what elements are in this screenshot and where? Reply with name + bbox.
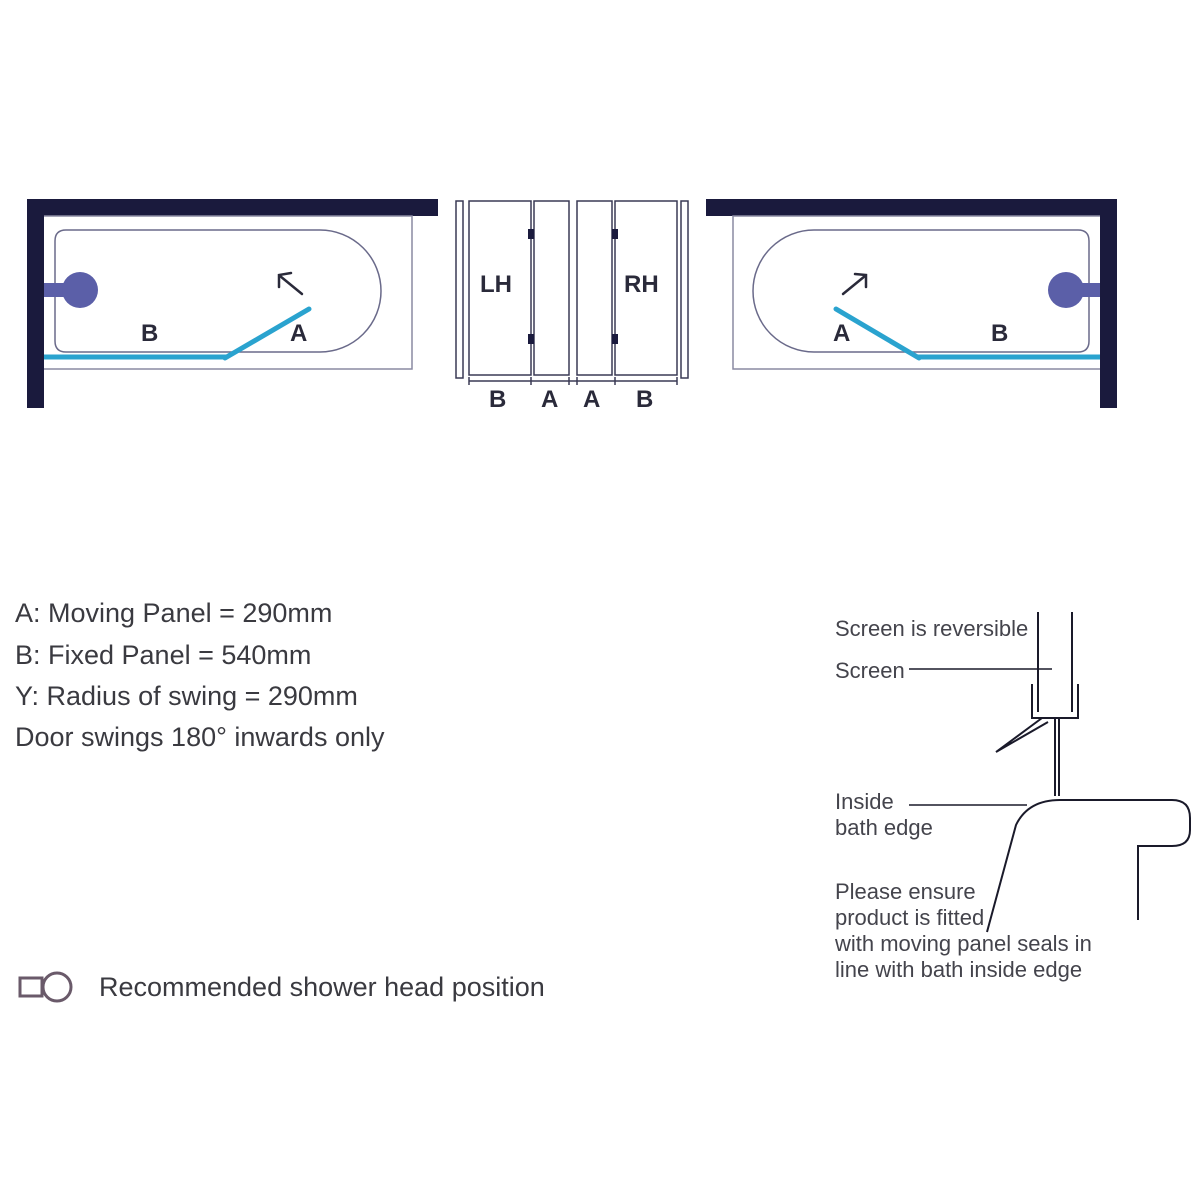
right-plan-tub-inner — [752, 229, 1090, 353]
specs-list: A: Moving Panel = 290mm B: Fixed Panel =… — [15, 598, 385, 752]
right-plan-back-wall — [706, 199, 1117, 216]
left-plan-side-wall — [27, 199, 44, 408]
seal-detail — [909, 612, 1191, 933]
elevation-bottom-label: B — [636, 386, 653, 413]
right-plan-label-a: A — [833, 320, 850, 347]
detail-reversible-label: Screen is reversible — [835, 616, 1028, 641]
detail-ensure-line: with moving panel seals in — [834, 931, 1092, 956]
elevation-bottom-label: A — [541, 386, 558, 413]
detail-screen-label: Screen — [835, 658, 905, 683]
spec-line: Y: Radius of swing = 290mm — [15, 681, 358, 711]
right-plan-bath-edge — [732, 215, 1100, 370]
right-bath-plan: A B — [706, 199, 1117, 408]
left-plan-back-wall — [27, 199, 438, 216]
left-plan-shower-head-icon — [62, 272, 98, 308]
elevation-hinge — [612, 334, 618, 344]
left-bath-plan: B A — [27, 199, 438, 408]
left-plan-label-b: B — [141, 320, 158, 347]
elevation-left-profile — [455, 200, 464, 379]
elevation-bottom-label: A — [583, 386, 600, 413]
right-plan-swing-arrow-icon — [841, 272, 868, 296]
spec-line: B: Fixed Panel = 540mm — [15, 640, 311, 670]
right-plan-side-wall — [1100, 199, 1117, 408]
right-plan-shower-head-icon — [1048, 272, 1084, 308]
left-plan-screen-moving — [222, 306, 312, 361]
elevation-hinge — [612, 229, 618, 239]
detail-ensure-line: Please ensure — [835, 879, 976, 904]
legend-text: Recommended shower head position — [99, 972, 545, 1002]
elevation-lh-fixed-panel — [468, 200, 532, 376]
detail-ensure-line: line with bath inside edge — [835, 957, 1082, 982]
elevation-rh-moving-panel — [576, 200, 613, 376]
detail-bath-edge — [986, 799, 1191, 933]
detail-drip — [1054, 718, 1060, 796]
right-plan-label-b: B — [991, 320, 1008, 347]
detail-ensure-line: product is fitted — [835, 905, 984, 930]
elevation-rh-fixed-panel — [614, 200, 678, 376]
detail-glass — [1037, 612, 1073, 712]
left-plan-label-a: A — [290, 320, 307, 347]
elevation-label-rh: RH — [624, 271, 659, 298]
detail-inside-label: Inside — [835, 789, 894, 814]
left-plan-tub-inner — [54, 229, 382, 353]
legend: Recommended shower head position — [18, 971, 545, 1003]
elevation-hinge — [528, 229, 534, 239]
elevation-right-profile — [680, 200, 689, 379]
shower-head-icon — [18, 971, 73, 1003]
left-plan-shower-arm — [44, 283, 66, 297]
elevation-lh-moving-panel — [533, 200, 570, 376]
detail-inside-label: bath edge — [835, 815, 933, 840]
elevation-label-lh: LH — [480, 271, 512, 298]
spec-line: A: Moving Panel = 290mm — [15, 598, 332, 628]
spec-line: Door swings 180° inwards only — [15, 722, 385, 752]
screen-elevation — [455, 200, 689, 385]
left-plan-swing-arrow-icon — [277, 271, 304, 296]
elevation-hinge — [528, 334, 534, 344]
right-plan-screen-moving — [833, 306, 922, 361]
elevation-bottom-label: B — [489, 386, 506, 413]
detail-seal — [995, 717, 1049, 753]
left-plan-bath-edge — [44, 215, 413, 370]
